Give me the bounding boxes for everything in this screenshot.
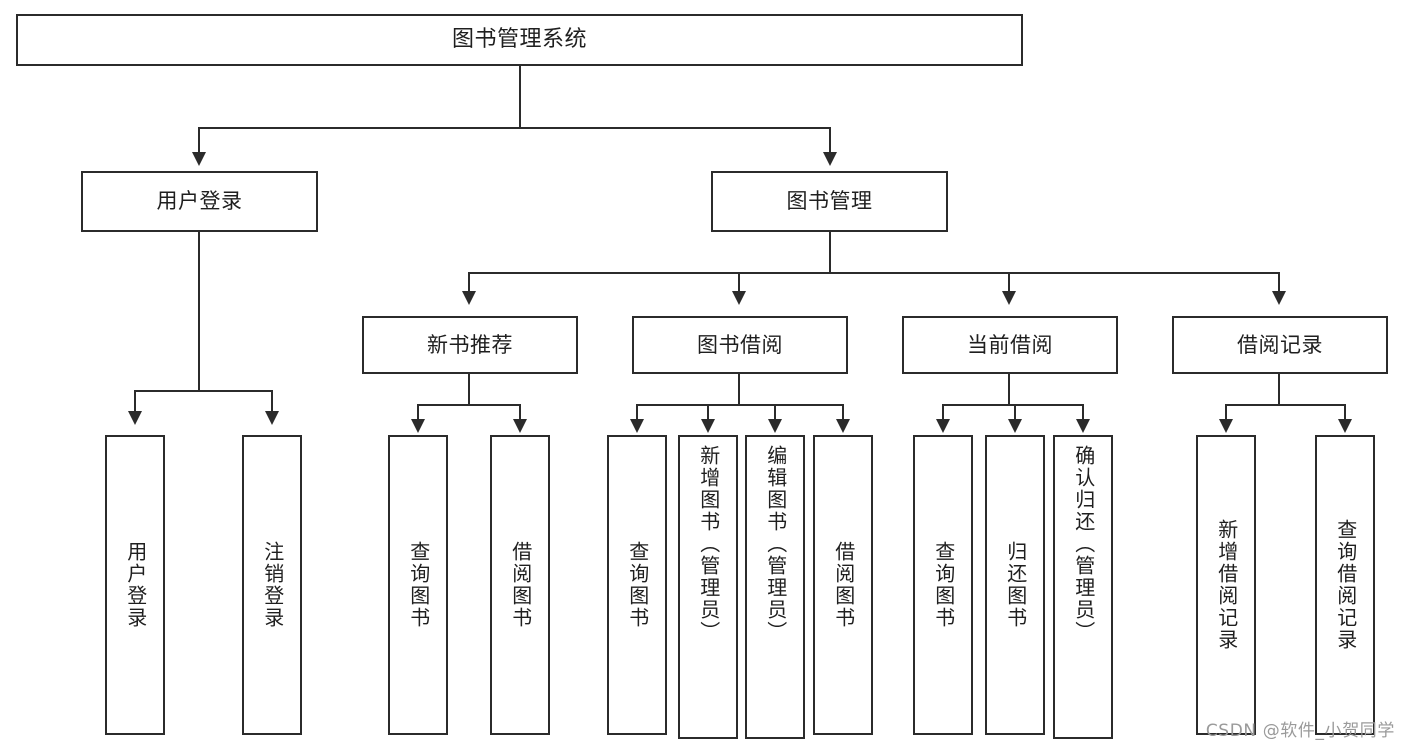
connector-book-manage-stem <box>829 232 831 273</box>
connector-new-book-drop-2 <box>519 404 521 421</box>
node-label: 借阅图书 <box>508 541 533 629</box>
connector-book-manage-bus <box>468 272 1280 274</box>
connector-book-borrow-bus <box>636 404 844 406</box>
leaf-query-book-recommend[interactable]: 查询图书 <box>388 435 448 735</box>
node-label: 用户登录 <box>156 189 243 214</box>
arrowhead-leaf-logout-login <box>265 411 279 425</box>
connector-book-manage-drop-3 <box>1008 272 1010 293</box>
connector-book-borrow-stem <box>738 374 740 405</box>
leaf-add-book-admin[interactable]: 新增图书（管理员） <box>678 435 738 739</box>
leaf-confirm-return-admin[interactable]: 确认归还（管理员） <box>1053 435 1113 739</box>
node-label: 查询借阅记录 <box>1333 519 1358 651</box>
leaf-query-book-borrow[interactable]: 查询图书 <box>607 435 667 735</box>
arrowhead-leaf-query-record <box>1338 419 1352 433</box>
node-label: 当前借阅 <box>967 332 1053 357</box>
arrowhead-leaf-query-book-1 <box>411 419 425 433</box>
arrowhead-book-borrow <box>732 291 746 305</box>
node-book-management[interactable]: 图书管理 <box>711 171 948 232</box>
connector-root-to-user-login <box>198 127 200 154</box>
arrowhead-leaf-borrow-book-2 <box>836 419 850 433</box>
node-label: 查询图书 <box>406 541 431 629</box>
node-label: 新书推荐 <box>427 332 513 357</box>
connector-root-to-book-manage <box>829 127 831 154</box>
leaf-add-borrow-record[interactable]: 新增借阅记录 <box>1196 435 1256 735</box>
connector-current-borrow-drop-1 <box>942 404 944 421</box>
connector-new-book-stem <box>468 374 470 405</box>
node-label: 借阅图书 <box>831 541 856 629</box>
node-label: 查询图书 <box>625 541 650 629</box>
leaf-query-book-current[interactable]: 查询图书 <box>913 435 973 735</box>
node-label: 注销登录 <box>260 541 285 629</box>
node-label: 借阅记录 <box>1237 332 1323 357</box>
connector-root-bus <box>198 127 831 129</box>
node-label: 用户登录 <box>123 541 148 629</box>
arrowhead-leaf-add-record <box>1219 419 1233 433</box>
arrowhead-to-book-manage <box>823 152 837 166</box>
connector-user-login-bus <box>134 390 273 392</box>
connector-current-borrow-bus <box>942 404 1082 406</box>
connector-current-borrow-drop-2 <box>1014 404 1016 421</box>
connector-borrow-record-bus <box>1225 404 1345 406</box>
leaf-return-book[interactable]: 归还图书 <box>985 435 1045 735</box>
connector-borrow-record-stem <box>1278 374 1280 405</box>
node-label: 归还图书 <box>1003 541 1028 629</box>
node-label: 新增图书（管理员） <box>696 445 721 643</box>
arrowhead-leaf-user-login <box>128 411 142 425</box>
node-label: 编辑图书（管理员） <box>763 445 788 643</box>
connector-book-borrow-drop-1 <box>636 404 638 421</box>
node-label: 图书管理系统 <box>451 27 587 53</box>
leaf-logout-login[interactable]: 注销登录 <box>242 435 302 735</box>
leaf-user-login[interactable]: 用户登录 <box>105 435 165 735</box>
connector-root-stem <box>519 66 521 128</box>
connector-book-borrow-drop-3 <box>774 404 776 421</box>
leaf-borrow-book-recommend[interactable]: 借阅图书 <box>490 435 550 735</box>
arrowhead-leaf-query-book-2 <box>630 419 644 433</box>
connector-book-manage-drop-4 <box>1278 272 1280 293</box>
connector-book-borrow-drop-2 <box>707 404 709 421</box>
leaf-query-borrow-record[interactable]: 查询借阅记录 <box>1315 435 1375 735</box>
arrowhead-leaf-query-book-3 <box>936 419 950 433</box>
leaf-edit-book-admin[interactable]: 编辑图书（管理员） <box>745 435 805 739</box>
connector-current-borrow-stem <box>1008 374 1010 405</box>
node-label: 新增借阅记录 <box>1214 519 1239 651</box>
node-user-login[interactable]: 用户登录 <box>81 171 318 232</box>
arrowhead-leaf-add-book <box>701 419 715 433</box>
leaf-borrow-book-borrow[interactable]: 借阅图书 <box>813 435 873 735</box>
connector-new-book-drop-1 <box>417 404 419 421</box>
arrowhead-leaf-borrow-book-1 <box>513 419 527 433</box>
arrowhead-to-user-login <box>192 152 206 166</box>
node-borrow-record[interactable]: 借阅记录 <box>1172 316 1388 374</box>
connector-user-login-stem <box>198 232 200 391</box>
arrowhead-current-borrow <box>1002 291 1016 305</box>
node-root-book-management-system[interactable]: 图书管理系统 <box>16 14 1023 66</box>
connector-borrow-record-drop-2 <box>1344 404 1346 421</box>
node-book-borrow[interactable]: 图书借阅 <box>632 316 848 374</box>
connector-current-borrow-drop-3 <box>1082 404 1084 421</box>
node-label: 图书管理 <box>786 189 873 214</box>
arrowhead-leaf-return-book <box>1008 419 1022 433</box>
node-label: 查询图书 <box>931 541 956 629</box>
connector-borrow-record-drop-1 <box>1225 404 1227 421</box>
connector-book-manage-drop-2 <box>738 272 740 293</box>
arrowhead-leaf-confirm-return <box>1076 419 1090 433</box>
arrowhead-borrow-record <box>1272 291 1286 305</box>
connector-book-borrow-drop-4 <box>842 404 844 421</box>
node-label: 图书借阅 <box>697 332 783 357</box>
node-new-book-recommend[interactable]: 新书推荐 <box>362 316 578 374</box>
node-current-borrow[interactable]: 当前借阅 <box>902 316 1118 374</box>
node-label: 确认归还（管理员） <box>1071 445 1096 643</box>
connector-user-login-drop-2 <box>271 390 273 413</box>
connector-new-book-bus <box>417 404 520 406</box>
connector-book-manage-drop-1 <box>468 272 470 293</box>
arrowhead-leaf-edit-book <box>768 419 782 433</box>
csdn-watermark: CSDN @软件_小贺同学 <box>1205 721 1395 741</box>
connector-user-login-drop-1 <box>134 390 136 413</box>
arrowhead-new-book-recommend <box>462 291 476 305</box>
